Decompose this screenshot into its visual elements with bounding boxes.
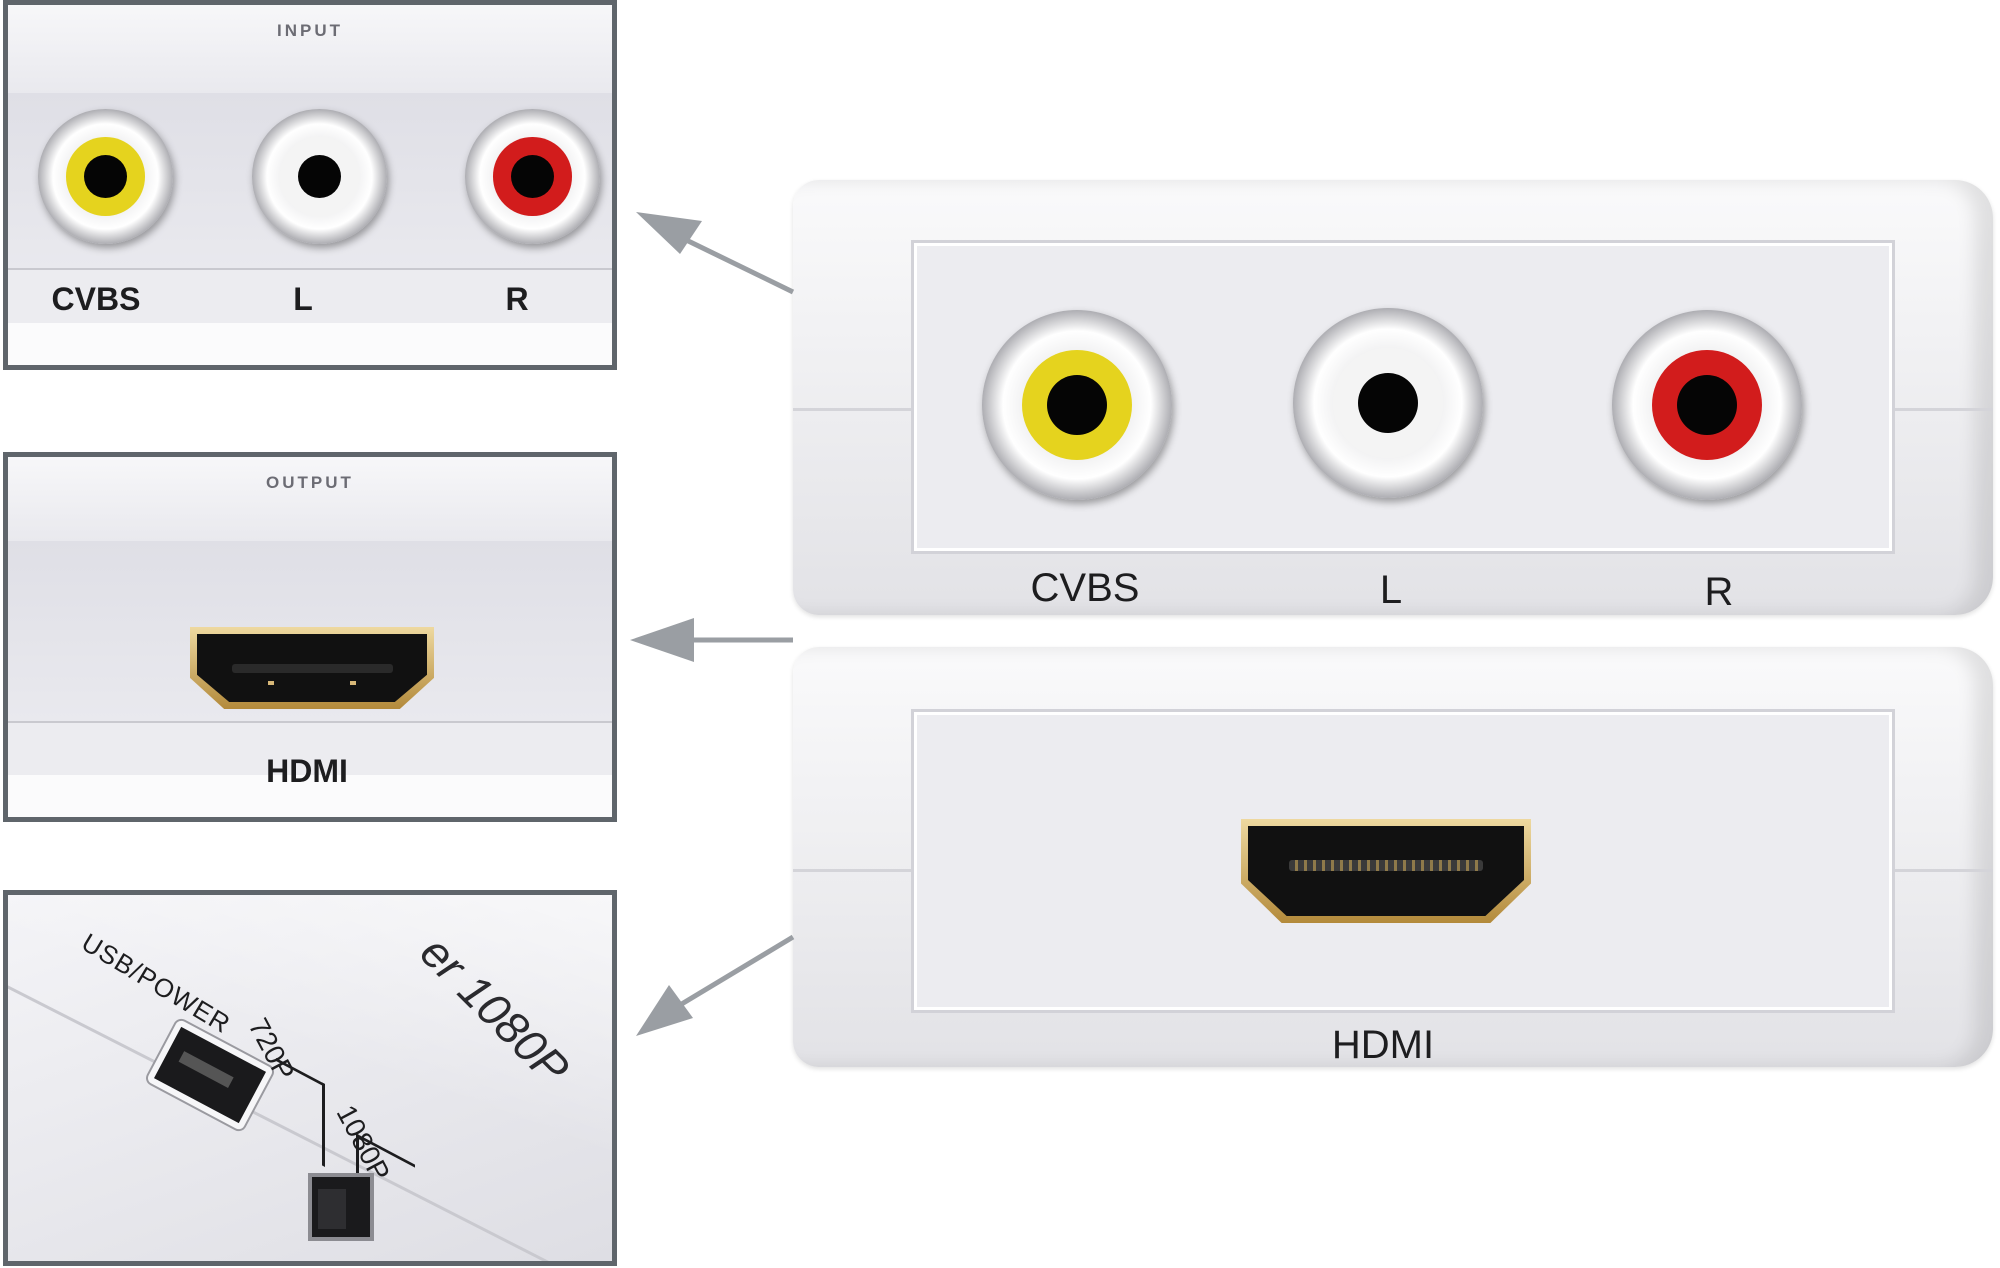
arrow-icon	[630, 618, 793, 662]
input-caption: INPUT	[277, 21, 343, 40]
panel-foot	[8, 775, 612, 817]
side-detail-panel: er 1080P USB/POWER 720P 1080P	[3, 890, 617, 1266]
rca-jack-icon	[465, 109, 600, 244]
converter-top-face: CVBS L R	[793, 180, 1993, 615]
rca-jack-icon	[1612, 310, 1802, 500]
rca-jack-icon	[1293, 308, 1483, 498]
output-caption: OUTPUT	[266, 473, 354, 492]
panel-strip	[8, 268, 612, 327]
output-detail-panel: OUTPUT HDMI	[3, 452, 617, 822]
left-audio-label: L	[293, 281, 313, 317]
hdmi-label: HDMI	[1331, 1023, 1435, 1067]
right-audio-label: R	[505, 281, 529, 317]
left-audio-label: L	[1379, 568, 1403, 612]
right-audio-label: R	[1704, 570, 1734, 614]
converter-bottom-face: HDMI	[793, 647, 1993, 1067]
rca-jack-icon	[38, 109, 173, 244]
cvbs-label: CVBS	[1030, 566, 1140, 610]
input-detail-panel: INPUT CVBS L R	[3, 0, 617, 370]
cvbs-label: CVBS	[51, 281, 141, 317]
panel-cap: INPUT	[8, 5, 612, 95]
hdmi-label: HDMI	[266, 753, 348, 789]
hdmi-port-icon	[1241, 819, 1531, 923]
rca-jack-icon	[982, 310, 1172, 500]
panel-cap: OUTPUT	[8, 457, 612, 543]
slide-switch-icon	[308, 1173, 374, 1241]
panel-foot	[8, 323, 612, 365]
arrow-icon	[636, 934, 795, 1036]
hdmi-port-icon	[190, 627, 434, 709]
rca-jack-icon	[252, 109, 387, 244]
arrow-icon	[636, 212, 795, 295]
